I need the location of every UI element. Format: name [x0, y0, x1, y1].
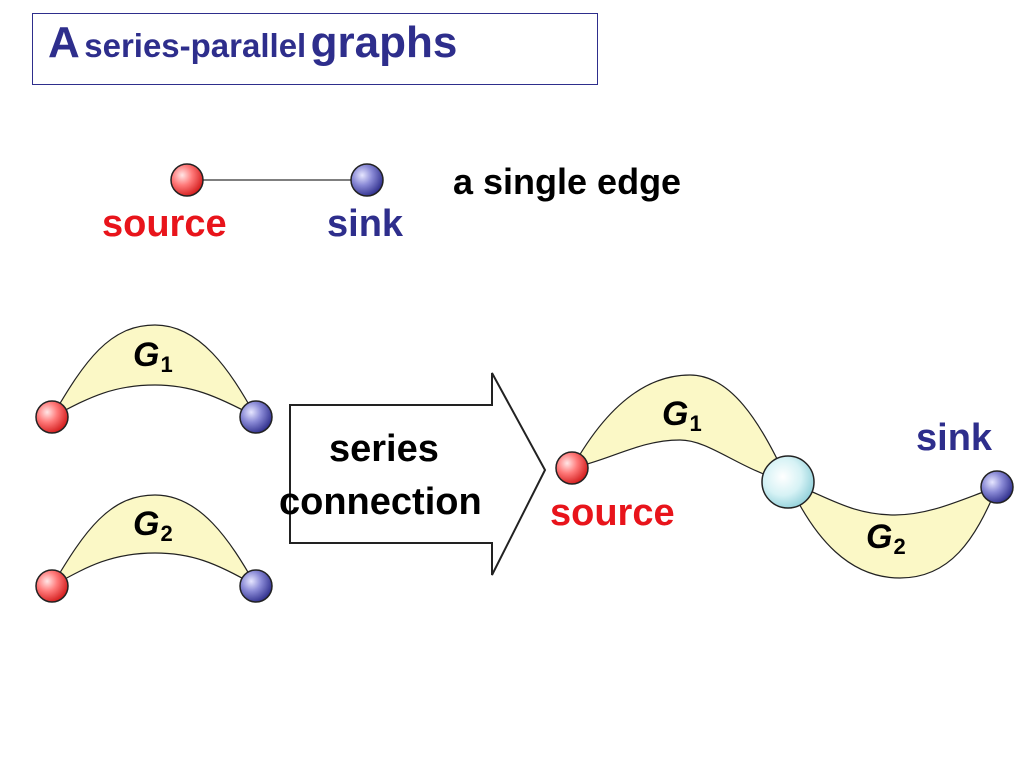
title-box	[32, 13, 598, 85]
input-g2-label: G2	[133, 505, 173, 546]
result-g1-letter: G	[662, 395, 689, 433]
result-g1-subscript: 1	[689, 411, 702, 436]
input-g1-letter: G	[133, 336, 160, 374]
title-first: A	[48, 18, 80, 67]
single-edge-caption: a single edge	[453, 161, 682, 202]
input-g1-sink-node	[239, 400, 273, 434]
input-g2-letter: G	[133, 505, 160, 543]
single-edge-sink-label: sink	[327, 203, 404, 245]
single-edge-source-node	[170, 163, 204, 197]
single-edge-source-label: source	[102, 203, 227, 245]
operation-line1: series	[329, 428, 439, 470]
operation-line2: connection	[279, 481, 482, 523]
input-g2-subscript: 2	[160, 521, 173, 546]
title-middle: series-parallel	[84, 27, 307, 64]
single-edge-sink-node	[350, 163, 384, 197]
input-g1-source-node	[35, 400, 69, 434]
title-last: graphs	[310, 18, 458, 67]
series-connection-arrow	[289, 372, 547, 576]
page-title: A series-parallel graphs	[48, 18, 457, 68]
input-g2-sink-node	[239, 569, 273, 603]
result-g1-label: G1	[662, 395, 702, 436]
result-g2-letter: G	[866, 518, 893, 556]
result-g2-label: G2	[866, 518, 906, 559]
result-source-node	[555, 451, 589, 485]
input-g1-label: G1	[133, 336, 173, 377]
result-g2-subscript: 2	[893, 534, 906, 559]
result-junction-node	[761, 455, 815, 509]
input-g1-subscript: 1	[160, 352, 173, 377]
result-sink-node	[980, 470, 1014, 504]
result-sink-label: sink	[916, 417, 993, 459]
result-source-label: source	[550, 492, 675, 534]
input-g2-source-node	[35, 569, 69, 603]
